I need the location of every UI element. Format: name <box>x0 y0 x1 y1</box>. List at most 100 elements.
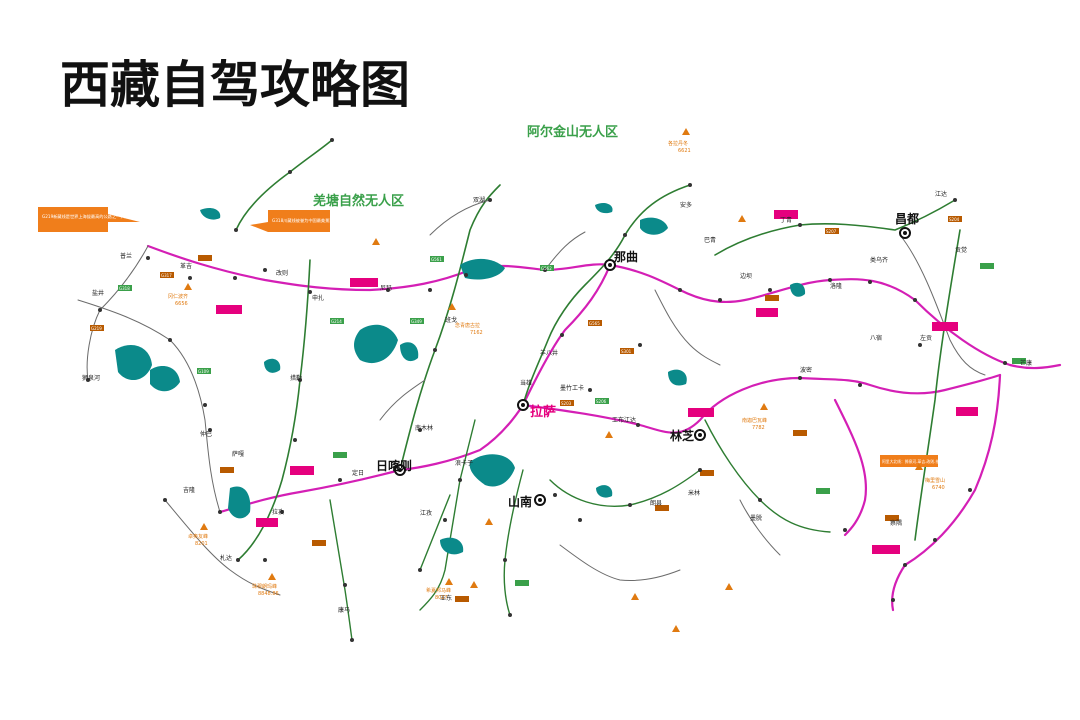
route-code: G317 <box>161 273 172 278</box>
hw-badge <box>515 580 529 586</box>
mountain-icon <box>445 578 453 585</box>
lake-jiemu <box>596 485 613 498</box>
route-g349 <box>398 263 612 472</box>
city-marker-shannan-center <box>538 498 542 502</box>
mountain-label: 念青唐古拉 <box>455 322 480 329</box>
mountain-icon <box>738 215 746 222</box>
mountain-icon <box>485 518 493 525</box>
hw-badge <box>430 256 444 262</box>
town-label: 江达 <box>935 190 947 198</box>
town-dot <box>464 273 468 277</box>
mountain-icon <box>268 573 276 580</box>
town-dot <box>698 468 702 472</box>
mountain-label: 卓奥友峰 <box>188 533 208 540</box>
callout-box-3 <box>880 455 938 467</box>
town-dot <box>350 638 354 642</box>
town-dot <box>163 498 167 502</box>
town-label: 康马 <box>338 606 350 614</box>
town-label: 措勤 <box>290 374 302 382</box>
town-label: 仲巴 <box>200 430 212 438</box>
town-dot <box>233 276 237 280</box>
route-s206 <box>419 494 451 571</box>
town-dot <box>418 568 422 572</box>
town-label: 拉孜 <box>272 508 284 516</box>
mountain-icon <box>372 238 380 245</box>
town-label: 洛隆 <box>830 282 842 290</box>
town-label: 边坝 <box>740 272 752 280</box>
town-label: 安多 <box>680 201 692 209</box>
town-dot <box>86 378 90 382</box>
lake-pangong <box>640 217 668 235</box>
lake-siling-co <box>354 324 398 364</box>
city-marker-lhasa-center <box>521 403 525 407</box>
town-dot <box>508 613 512 617</box>
mountain-label: 希夏邦马峰 <box>426 587 451 594</box>
mountain-label: 珠穆朗玛峰 <box>252 583 277 590</box>
callout-text-3: 阿里大北线：狮泉河-革吉-改则-措勤-萨嘎 <box>882 459 952 464</box>
route-minor-3 <box>429 199 491 236</box>
town-label: 革吉 <box>180 262 192 270</box>
mountain-labels: 珠穆朗玛峰 8848.86 南迦巴瓦峰 7782 冈仁波齐 6656 念青唐古拉… <box>168 140 945 601</box>
town-dot <box>146 256 150 260</box>
town-label: 朗县 <box>650 499 662 507</box>
town-dot <box>688 183 692 187</box>
town-label: 羊八井 <box>540 349 558 357</box>
town-dot <box>553 493 557 497</box>
mountain-icon <box>631 593 639 600</box>
town-dot <box>443 518 447 522</box>
town-dot <box>678 288 682 292</box>
route-g318-east <box>521 373 1002 434</box>
mountain-elev: 6740 <box>932 485 945 491</box>
badge-ali-north <box>350 278 378 287</box>
town-dot <box>968 488 972 492</box>
hw-badge <box>885 515 899 521</box>
town-dot <box>843 528 847 532</box>
route-code: S206 <box>596 399 607 404</box>
town-label: 巴青 <box>704 236 716 244</box>
badge-saga <box>290 466 314 475</box>
town-dot <box>588 388 592 392</box>
town-label: 尼玛 <box>380 284 392 292</box>
hw-badge <box>655 505 669 511</box>
hw-badge <box>765 295 779 301</box>
town-dot <box>263 558 267 562</box>
road-network <box>77 139 1062 641</box>
mountain-label: 南迦巴瓦峰 <box>742 417 767 424</box>
city-marker-shigatse-center <box>398 468 402 472</box>
town-dot <box>218 510 222 514</box>
route-g214 <box>891 373 1002 612</box>
town-label: 盐井 <box>92 289 104 297</box>
map-title: 西藏自驾攻略图 <box>60 55 410 114</box>
route-g219-south <box>833 398 867 537</box>
town-labels: 浪卡子 江孜 当雄 羊八井 工布江达 墨竹工卡 定日 南木林 米林 朗县 康马 … <box>82 190 1032 614</box>
hw-badge <box>455 596 469 602</box>
route-code-labels: G318 G317 G219 G109 G214 G349 G561 G562 … <box>91 217 960 406</box>
hw-badge <box>793 430 807 436</box>
town-label: 贡觉 <box>955 246 967 254</box>
hw-badge <box>197 368 211 374</box>
town-dot <box>718 298 722 302</box>
town-dot <box>913 298 917 302</box>
route-code: G109 <box>198 369 209 374</box>
lake-north-1 <box>595 202 613 214</box>
lake-manasarovar <box>115 345 152 381</box>
city-label-lhasa: 拉萨 <box>530 404 556 420</box>
hw-badge <box>588 320 602 326</box>
hw-badge <box>825 228 839 234</box>
mountain-elev: 7782 <box>752 425 765 431</box>
mountain-elev: 8027 <box>435 595 448 601</box>
hw-badge <box>980 263 994 269</box>
hw-badge <box>1012 358 1026 364</box>
route-minor-7 <box>164 499 281 596</box>
hw-badge <box>700 470 714 476</box>
town-dot <box>828 278 832 282</box>
route-g109 <box>522 184 691 406</box>
lake-rakshastal <box>150 366 180 392</box>
hw-badge <box>220 467 234 473</box>
route-s202 <box>549 469 701 507</box>
town-dot <box>418 428 422 432</box>
route-minor-9 <box>739 499 781 556</box>
town-dot <box>768 288 772 292</box>
town-label: 改则 <box>276 269 288 277</box>
town-dot <box>208 428 212 432</box>
